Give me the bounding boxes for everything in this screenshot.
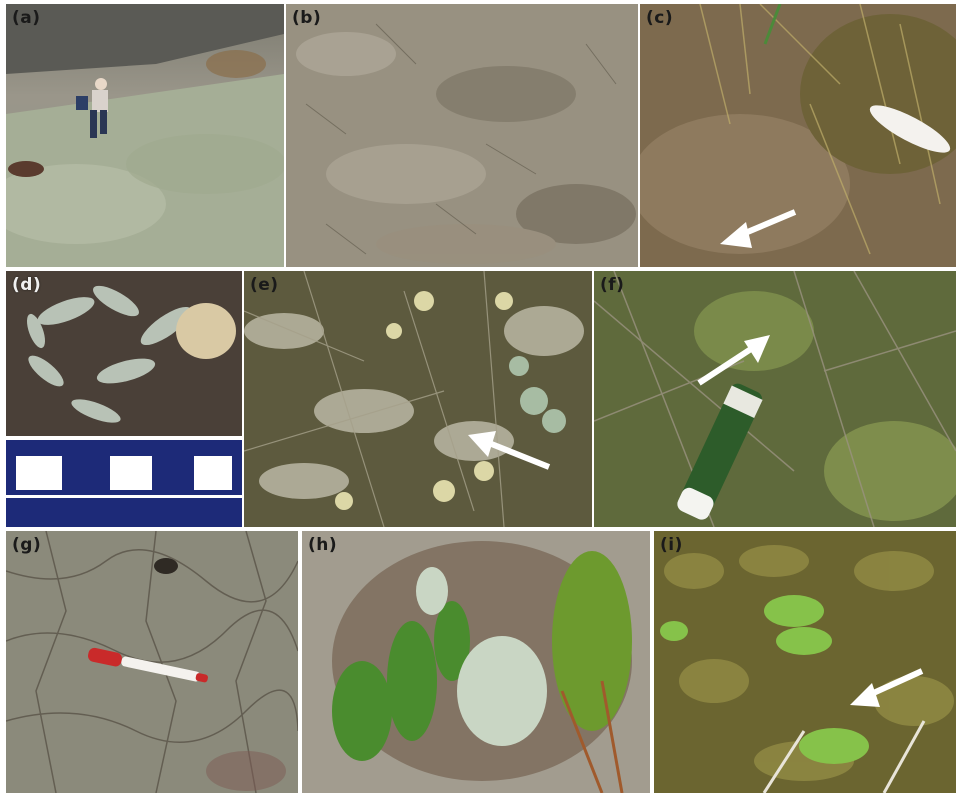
panel-label-b: (b)	[292, 8, 322, 28]
panel-i: (i)	[654, 531, 956, 793]
panel-label-e: (e)	[250, 275, 279, 295]
photo-lichen-grassland	[286, 4, 638, 267]
arrow-icon	[850, 668, 924, 707]
panel-e: (e)	[244, 271, 592, 527]
arrow-icon	[468, 431, 551, 470]
panel-label-f: (f)	[600, 275, 625, 295]
photo-moss-closeup	[302, 531, 650, 793]
panel-b: (b)	[286, 4, 638, 267]
panel-label-c: (c)	[646, 8, 674, 28]
photo-hillside-crust	[6, 4, 284, 267]
panel-c: (c)	[640, 4, 956, 267]
marker-pen	[88, 647, 208, 683]
panel-h: (h)	[302, 531, 650, 793]
panel-label-a: (a)	[12, 8, 41, 28]
panel-label-g: (g)	[12, 535, 42, 555]
panel-label-d: (d)	[12, 275, 42, 295]
panel-label-i: (i)	[660, 535, 683, 555]
panel-d: (d)	[6, 271, 242, 527]
arrow-icon	[697, 335, 770, 386]
photo-mixed-lichens-with-arrow	[244, 271, 592, 527]
panel-g: (g)	[6, 531, 298, 793]
panel-f: (f)	[594, 271, 956, 527]
photo-moss-with-vial-and-arrow	[594, 271, 956, 527]
person-figure	[76, 78, 108, 138]
panel-label-h: (h)	[308, 535, 338, 555]
photo-foliose-lichen-with-arrow	[654, 531, 956, 793]
arrow-icon	[720, 209, 797, 248]
photo-cracked-soil-with-marker	[6, 531, 298, 793]
photo-lichen-closeup-with-scale	[6, 271, 242, 527]
specimen-vial	[677, 383, 763, 520]
panel-a: (a)	[6, 4, 284, 267]
photo-soil-crust-with-arrow	[640, 4, 956, 267]
